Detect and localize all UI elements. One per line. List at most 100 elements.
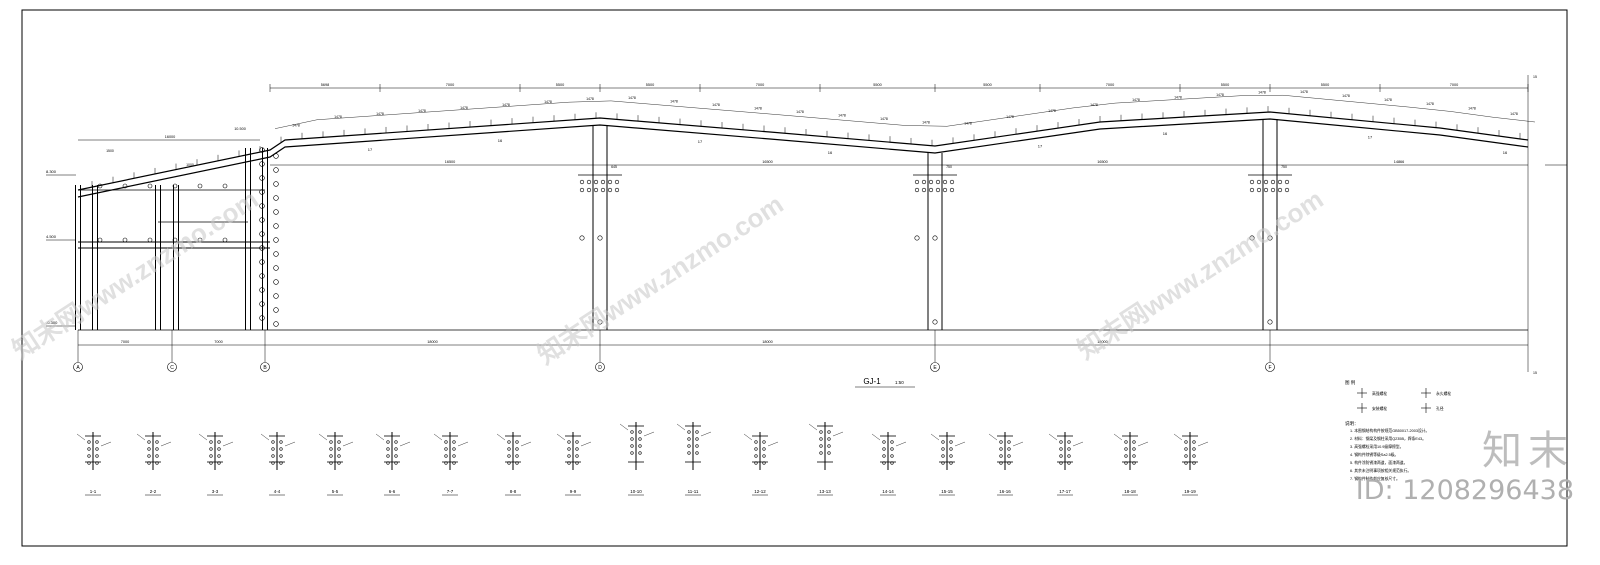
bolt-mark: [259, 189, 265, 195]
bolt-mark: [1059, 447, 1063, 451]
watermark-text: 知末网www.znzmo.com: [7, 184, 264, 365]
bolt-mark: [337, 454, 341, 458]
bolt-mark: [259, 161, 265, 167]
axis-bubble: [595, 362, 605, 372]
bolt-mark: [172, 183, 178, 189]
corner-watermark: 知末 ID: 1208296438: [1356, 428, 1574, 508]
bolt-mark: [762, 447, 766, 451]
leader-line: [643, 431, 655, 437]
bolt-mark: [567, 461, 571, 465]
purlin-dim-line: [1492, 117, 1536, 123]
bolt-mark: [638, 437, 642, 441]
section-detail: 8-8: [496, 432, 532, 496]
bolt-mark: [942, 179, 948, 185]
purlin-dim-line: [1156, 97, 1200, 101]
bolt-mark: [579, 187, 585, 193]
leader-line: [342, 441, 354, 447]
bolt-mark: [209, 454, 213, 458]
axis-label: D: [598, 365, 602, 371]
bolt-mark: [921, 187, 927, 193]
purlin-dim-line: [358, 113, 402, 118]
leader-line: [520, 441, 532, 447]
purlin-dim-line: [820, 118, 864, 123]
bolt-mark: [949, 440, 953, 444]
bolt-mark: [259, 259, 265, 265]
bolt-mark: [1277, 187, 1283, 193]
bolt-mark: [197, 237, 203, 243]
bolt-mark: [607, 187, 613, 193]
bolt-mark: [827, 451, 831, 455]
leader-line: [160, 441, 172, 447]
leader-line: [988, 433, 998, 441]
bolt-mark: [567, 454, 571, 458]
leader-line: [832, 431, 844, 437]
left-roof-label: 1000: [186, 163, 194, 167]
bolt-mark: [579, 235, 585, 241]
leader-line: [930, 433, 940, 441]
bolt-mark: [593, 179, 599, 185]
purlin-dim-line: [778, 114, 822, 119]
bolt-mark: [575, 461, 579, 465]
bolt-mark: [155, 454, 159, 458]
bolt-mark: [1192, 447, 1196, 451]
purlin-spacing-label: 1478: [964, 121, 972, 125]
purlin-spacing-label: 1478: [922, 120, 930, 124]
bolt-mark: [273, 181, 279, 187]
bolt-mark: [754, 447, 758, 451]
bolt-mark: [1277, 179, 1283, 185]
bolt-mark: [279, 440, 283, 444]
elevation-label: -0.300: [46, 320, 58, 325]
bolt-mark: [273, 167, 279, 173]
section-detail: 17-17: [1048, 432, 1084, 496]
bolt-mark: [890, 447, 894, 451]
bolt-mark: [575, 440, 579, 444]
purlin-dim-line: [442, 107, 486, 112]
bolt-mark: [1124, 440, 1128, 444]
bolt-mark: [1249, 179, 1255, 185]
leader-line: [1197, 441, 1209, 447]
bolt-mark: [1132, 454, 1136, 458]
legend-item-label: 安装螺栓: [1372, 406, 1387, 411]
purlin-dim-line: [652, 104, 696, 109]
bolt-mark: [1184, 447, 1188, 451]
axis-bubble: [260, 362, 270, 372]
bolt-mark: [762, 440, 766, 444]
bolt-mark: [1132, 440, 1136, 444]
bolt-mark: [337, 461, 341, 465]
purlin-spacing-label: 1478: [838, 113, 846, 117]
purlin-spacing-label: 1478: [376, 112, 384, 116]
bolt-mark: [259, 273, 265, 279]
leader-line: [1072, 441, 1084, 447]
bolt-mark: [614, 187, 620, 193]
top-segment-label: 5500: [646, 83, 654, 87]
bolt-mark: [1007, 454, 1011, 458]
section-detail: 16-16: [988, 432, 1024, 496]
bolt-mark: [1132, 461, 1136, 465]
bolt-mark: [444, 454, 448, 458]
purlin-spacing-label: 1478: [1258, 91, 1266, 95]
member-tag: 16: [828, 150, 833, 155]
section-detail: 19-19: [1173, 432, 1209, 496]
bolt-mark: [882, 454, 886, 458]
bolt-mark: [630, 451, 634, 455]
bolt-mark: [271, 454, 275, 458]
bolt-mark: [259, 245, 265, 251]
bolt-mark: [217, 440, 221, 444]
purlin-spacing-label: 1478: [1342, 94, 1350, 98]
notes-line: 1. 本图钢结构构件按规范GB50017-2003设计。: [1350, 428, 1429, 433]
legend-item-label: 孔径: [1436, 406, 1444, 411]
bolt-mark: [515, 447, 519, 451]
member-tag: 16: [1503, 150, 1508, 155]
purlin-dim-line: [946, 119, 990, 127]
bolt-mark: [444, 461, 448, 465]
span-label: 18000: [1097, 340, 1108, 344]
leader-line: [1012, 441, 1024, 447]
purlin-spacing-label: 1478: [670, 99, 678, 103]
bolt-mark: [1284, 179, 1290, 185]
bolt-mark: [1059, 440, 1063, 444]
bolt-mark: [394, 447, 398, 451]
purlin-spacing-label: 1478: [880, 117, 888, 121]
bolt-mark: [337, 447, 341, 451]
